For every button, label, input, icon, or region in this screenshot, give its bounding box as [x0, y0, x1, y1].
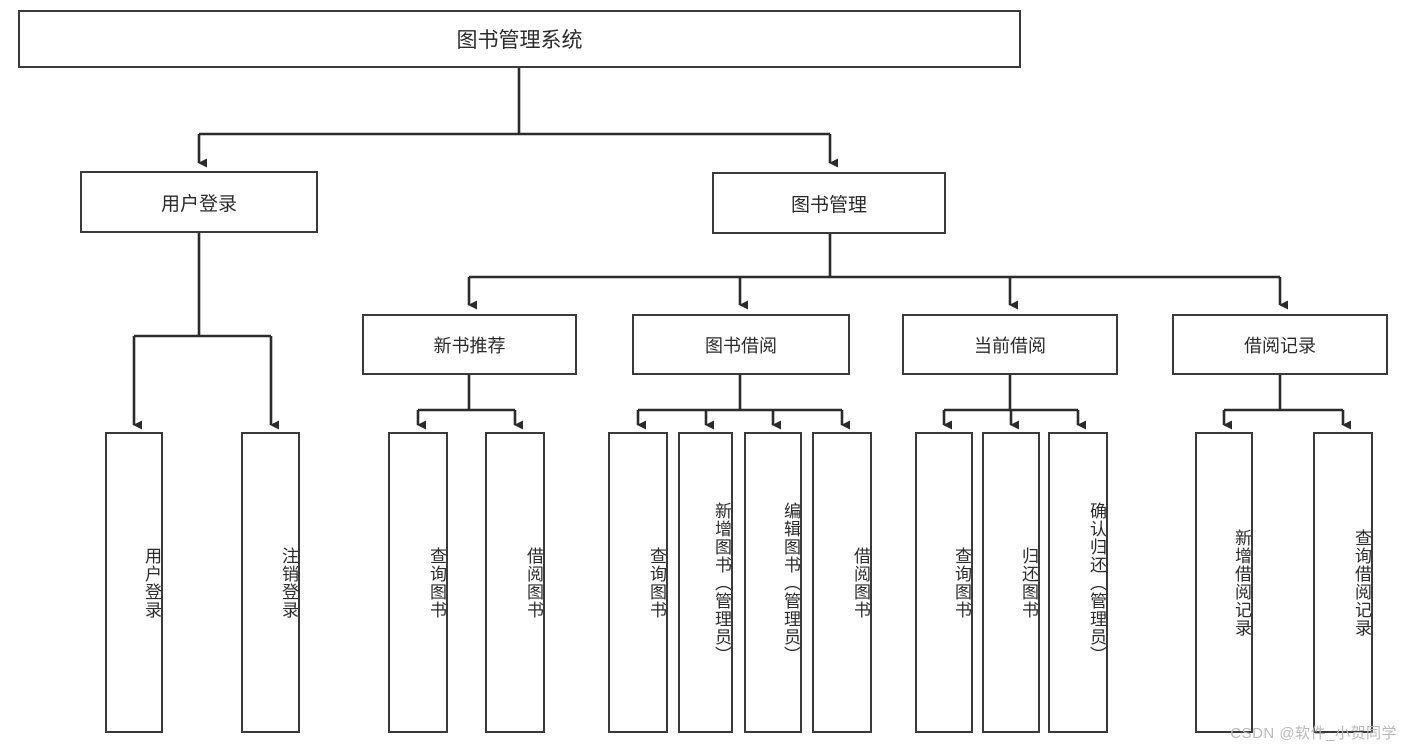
leaf-borrow-edit-book-admin[interactable]: 编辑图书（管理员）	[744, 432, 802, 733]
leaf-label: 新增借阅记录	[1232, 528, 1251, 637]
leaf-label: 借阅图书	[524, 546, 543, 619]
leaf-label: 查询图书	[647, 546, 666, 619]
node-book-management[interactable]: 图书管理	[712, 172, 946, 234]
leaf-current-query-books[interactable]: 查询图书	[915, 432, 973, 733]
leaf-label: 查询借阅记录	[1352, 528, 1371, 637]
node-new-book-recommend[interactable]: 新书推荐	[362, 314, 577, 375]
leaf-current-confirm-return-admin[interactable]: 确认归还（管理员）	[1048, 432, 1108, 733]
node-book-borrow[interactable]: 图书借阅	[632, 314, 850, 375]
leaf-borrow-query-books[interactable]: 查询图书	[608, 432, 668, 733]
leaf-newbook-borrow-books[interactable]: 借阅图书	[485, 432, 545, 733]
leaf-label: 借阅图书	[851, 546, 870, 619]
leaf-label: 注销登录	[279, 546, 298, 619]
leaf-record-add[interactable]: 新增借阅记录	[1195, 432, 1253, 733]
leaf-label: 查询图书	[427, 546, 446, 619]
node-user-login[interactable]: 用户登录	[80, 171, 318, 233]
node-borrow-record[interactable]: 借阅记录	[1172, 314, 1388, 375]
leaf-label: 查询图书	[952, 546, 971, 619]
node-root[interactable]: 图书管理系统	[18, 10, 1021, 68]
watermark: CSDN @软件_小贺同学	[1230, 725, 1397, 742]
leaf-label: 归还图书	[1019, 546, 1038, 619]
leaf-label: 新增图书（管理员）	[712, 501, 731, 664]
leaf-record-query[interactable]: 查询借阅记录	[1313, 432, 1373, 733]
leaf-borrow-borrow-books[interactable]: 借阅图书	[812, 432, 872, 733]
leaf-newbook-query-books[interactable]: 查询图书	[388, 432, 448, 733]
leaf-user-login[interactable]: 用户登录	[105, 432, 163, 733]
node-current-borrow[interactable]: 当前借阅	[902, 314, 1118, 375]
leaf-borrow-add-book-admin[interactable]: 新增图书（管理员）	[678, 432, 733, 733]
leaf-label: 用户登录	[142, 546, 161, 619]
leaf-logout[interactable]: 注销登录	[241, 432, 300, 733]
leaf-label: 编辑图书（管理员）	[781, 501, 800, 664]
leaf-current-return-books[interactable]: 归还图书	[982, 432, 1040, 733]
leaf-label: 确认归还（管理员）	[1087, 501, 1106, 664]
